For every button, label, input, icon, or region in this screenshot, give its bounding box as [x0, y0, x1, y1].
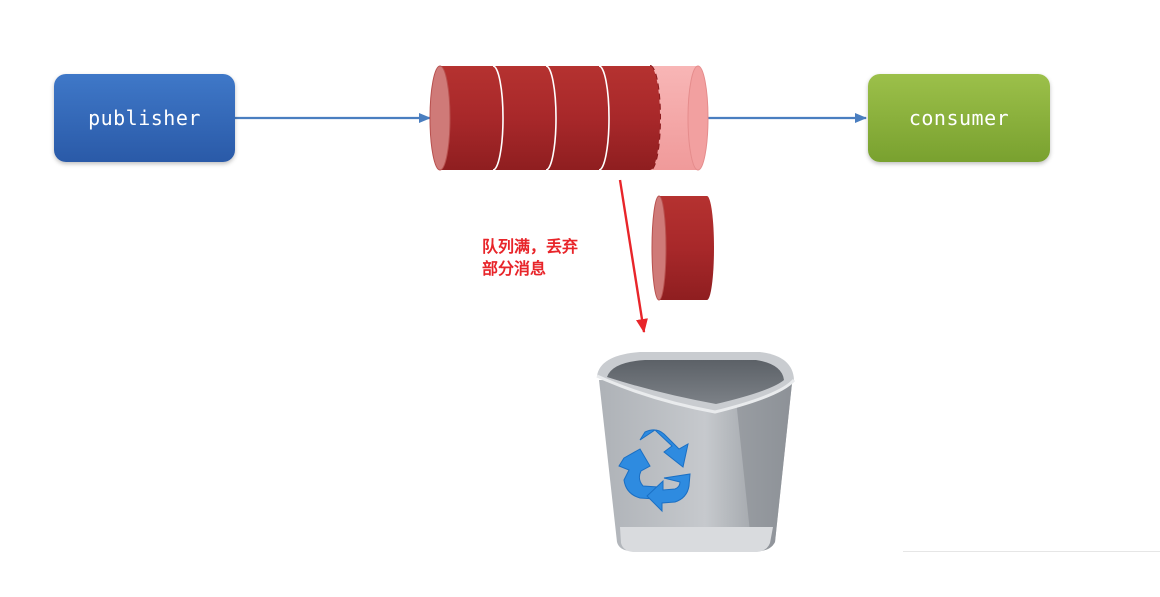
dropped-message	[651, 195, 714, 301]
drop-annotation: 队列满，丢弃 部分消息	[482, 236, 632, 280]
recycle-bin-icon	[596, 352, 796, 552]
queue-left-cap	[429, 65, 451, 171]
queue-overflow-segment	[649, 65, 709, 171]
publisher-node: publisher	[54, 74, 235, 162]
drop-annotation-line2: 部分消息	[482, 259, 547, 278]
consumer-node: consumer	[868, 74, 1050, 162]
message-queue	[429, 65, 709, 171]
queue-body	[440, 66, 660, 170]
consumer-label: consumer	[908, 106, 1010, 130]
divider-line	[903, 551, 1160, 552]
queue-message-dividers	[492, 65, 610, 171]
recycle-symbol-icon	[618, 429, 691, 513]
publisher-label: publisher	[88, 106, 201, 130]
drop-annotation-line1: 队列满，丢弃	[482, 237, 579, 256]
drop-arrow	[618, 179, 648, 333]
